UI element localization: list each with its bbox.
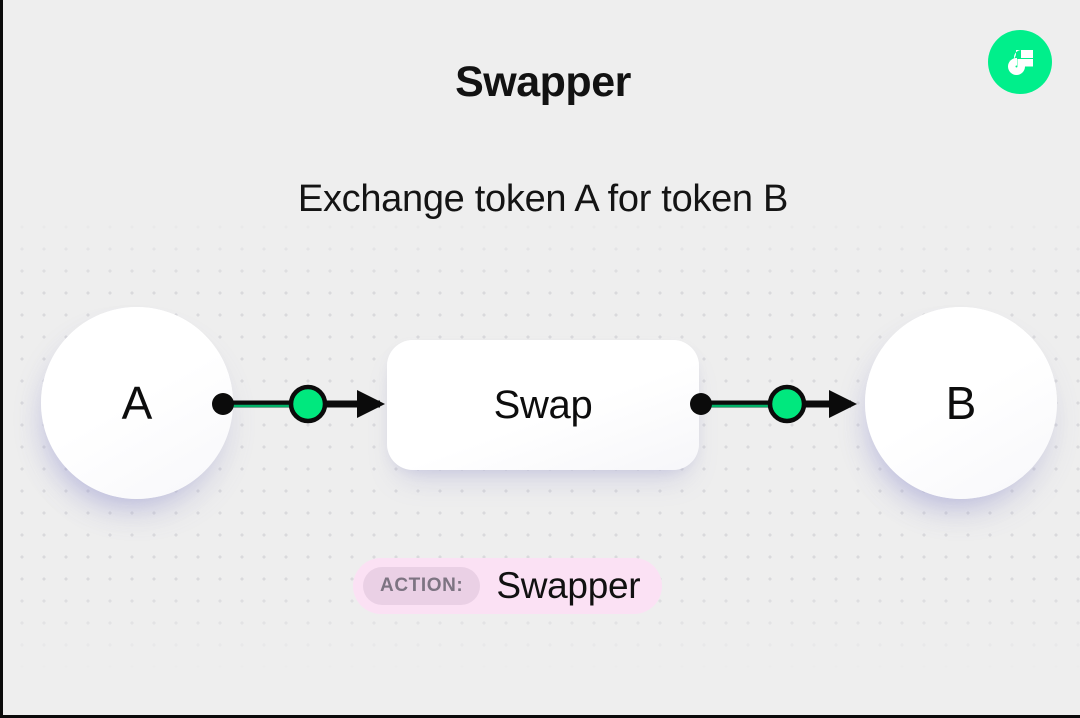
edge-green-marker [288,384,328,424]
page-subtitle: Exchange token A for token B [297,178,789,220]
node-swap[interactable]: Swap [387,340,699,470]
node-token-a-label: A [121,377,153,429]
edge-source-dot [212,393,234,415]
node-token-b[interactable]: B [865,307,1057,499]
action-badge: ACTION: Swapper [353,558,663,614]
edge-token-a-to-swap [205,382,395,426]
flow-logo-icon [988,30,1052,94]
node-swap-label: Swap [493,382,593,427]
edge-arrowhead [357,390,385,418]
node-token-a[interactable]: A [41,307,233,499]
edge-green-marker [767,384,807,424]
edge-swap-to-token-b [685,382,865,426]
page-title: Swapper [455,58,631,106]
action-chip-label: ACTION: [363,567,481,605]
node-token-b-label: B [945,377,977,429]
edge-source-dot [690,393,712,415]
edge-arrowhead [829,390,857,418]
action-value: Swapper [496,565,641,606]
